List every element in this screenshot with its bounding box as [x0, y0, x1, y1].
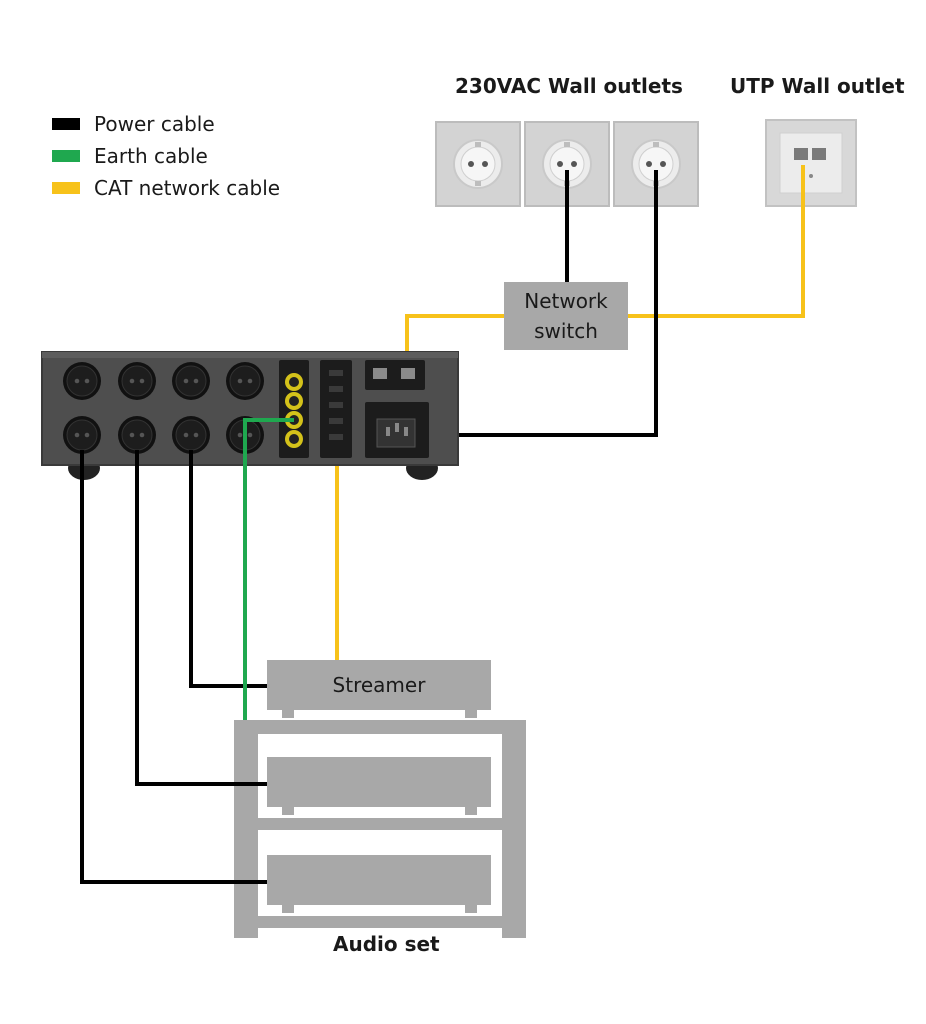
streamer-device: [267, 660, 491, 718]
power-cable-to-streamer: [189, 450, 267, 688]
earth-cable: [243, 418, 294, 720]
earth-cable-swatch: [52, 150, 80, 162]
power-distribution-strip: [41, 351, 459, 480]
network-switch-label-line-2: switch: [534, 319, 598, 343]
audio-set-heading: Audio set: [333, 932, 440, 956]
legend-label: Power cable: [94, 112, 215, 136]
network-switch-label-line-1: Network: [524, 289, 608, 313]
audio-component-middle: [267, 757, 491, 815]
legend-item-earth: Earth cable: [52, 140, 280, 172]
wall-outlets-heading: 230VAC Wall outlets: [455, 74, 683, 98]
network-switch-box: [504, 282, 628, 350]
streamer-label: Streamer: [332, 673, 426, 697]
network-cable-utp-to-switch: [628, 165, 805, 318]
mains-power-cables: [410, 170, 658, 437]
power-cable-to-bottom-component: [80, 450, 267, 884]
network-cable-swatch: [52, 182, 80, 194]
power-cable-outlet-to-strip: [410, 170, 658, 437]
utp-outlet-heading: UTP Wall outlet: [730, 74, 905, 98]
audio-power-cables: [80, 450, 267, 884]
legend: Power cable Earth cable CAT network cabl…: [52, 108, 280, 204]
network-switch-label: Network switch: [504, 286, 628, 346]
legend-label: CAT network cable: [94, 176, 281, 200]
legend-label: Earth cable: [94, 144, 208, 168]
audio-component-bottom: [267, 855, 491, 913]
wall-outlet-1: [435, 121, 521, 207]
audio-rack: [234, 720, 526, 938]
legend-item-network: CAT network cable: [52, 172, 280, 204]
legend-item-power: Power cable: [52, 108, 280, 140]
power-cable-swatch: [52, 118, 80, 130]
utp-wall-outlet: [765, 119, 857, 207]
power-cable-to-middle-component: [135, 450, 267, 786]
